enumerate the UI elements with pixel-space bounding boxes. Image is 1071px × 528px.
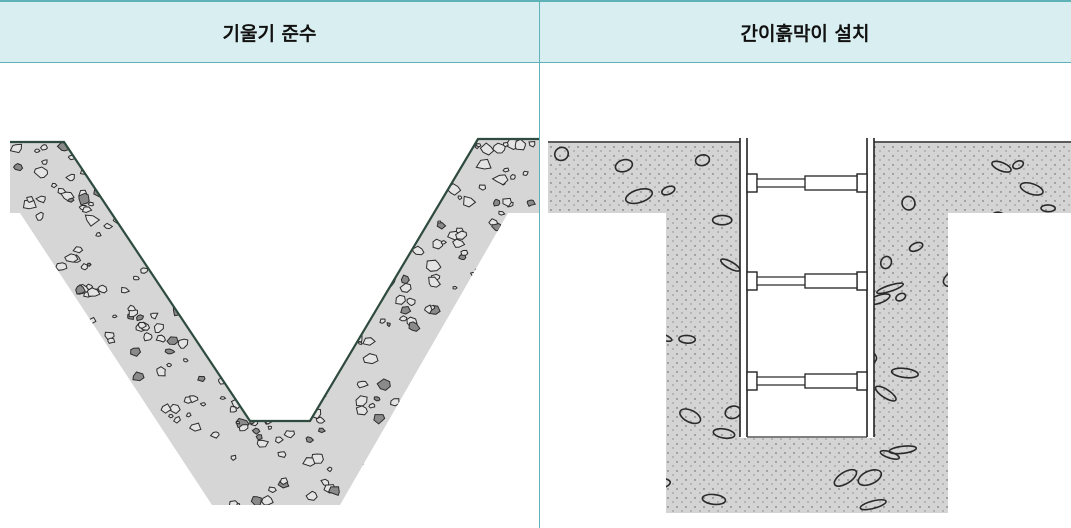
shored-trench-illustration [548,133,1071,513]
cell-retaining-illustration [540,63,1071,528]
column-divider [539,0,540,528]
soil-mass [10,139,539,505]
cell-slope-illustration [0,63,539,528]
strut-2 [746,271,868,291]
strut-group [746,173,868,391]
strut-1 [746,173,868,193]
header-slope-compliance: 기울기 준수 [0,0,539,63]
excavation-surface-line [10,137,539,423]
sloped-trench-illustration [10,137,539,505]
strut-3 [746,371,868,391]
header-simple-retaining: 간이흙막이 설치 [539,0,1071,63]
